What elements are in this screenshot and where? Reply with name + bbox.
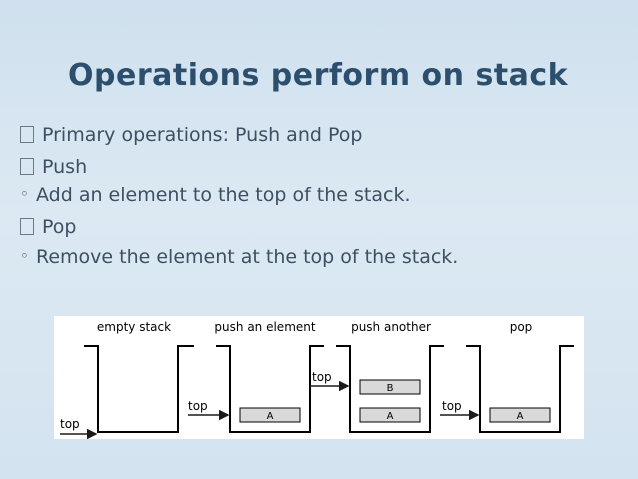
- caption-empty-stack: empty stack: [97, 320, 171, 334]
- bullet-item-push: Push: [18, 156, 87, 178]
- stack-block-a: [359, 407, 421, 423]
- caption-pop: pop: [510, 320, 533, 334]
- caption-push-another: push another: [351, 320, 431, 334]
- sub-bullet-item-push-desc: ◦ Add an element to the top of the stack.: [20, 184, 411, 206]
- top-label-push-element: top: [188, 399, 208, 413]
- circle-bullet-icon: ◦: [20, 185, 29, 203]
- bullet-text: Push: [42, 156, 88, 178]
- bullet-text: Remove the element at the top of the sta…: [36, 246, 459, 268]
- stack-container-push-another: [336, 345, 444, 433]
- top-label-pop: top: [442, 399, 462, 413]
- bullet-text: Add an element to the top of the stack.: [36, 184, 411, 206]
- stack-container-pop: [466, 345, 574, 433]
- bullet-text: Pop: [42, 216, 77, 238]
- stack-block-a-label: A: [387, 411, 394, 422]
- bullet-text: Primary operations: Push and Pop: [42, 124, 363, 146]
- top-label-empty: top: [60, 417, 80, 431]
- square-box-icon: [20, 218, 34, 235]
- stack-operations-diagram: empty stack push an element push another…: [54, 316, 584, 439]
- stack-block-a: [489, 407, 551, 423]
- slide-title: Operations perform on stack: [68, 58, 569, 93]
- caption-push-element: push an element: [214, 320, 315, 334]
- stack-container-empty: [84, 345, 194, 433]
- top-label-push-another: top: [312, 370, 332, 384]
- circle-bullet-icon: ◦: [20, 247, 29, 265]
- sub-bullet-item-pop-desc: ◦ Remove the element at the top of the st…: [20, 246, 458, 268]
- stack-block-a-label: A: [267, 411, 274, 422]
- stack-container-push-element: [216, 345, 324, 433]
- stack-block-b: [359, 379, 421, 395]
- bullet-item-primary-operations: Primary operations: Push and Pop: [18, 124, 362, 146]
- stack-block-a-label: A: [517, 411, 524, 422]
- bullet-item-pop: Pop: [18, 216, 76, 238]
- stack-block-b-label: B: [387, 383, 394, 394]
- square-box-icon: [20, 126, 34, 143]
- stack-block-a: [239, 407, 301, 423]
- square-box-icon: [20, 158, 34, 175]
